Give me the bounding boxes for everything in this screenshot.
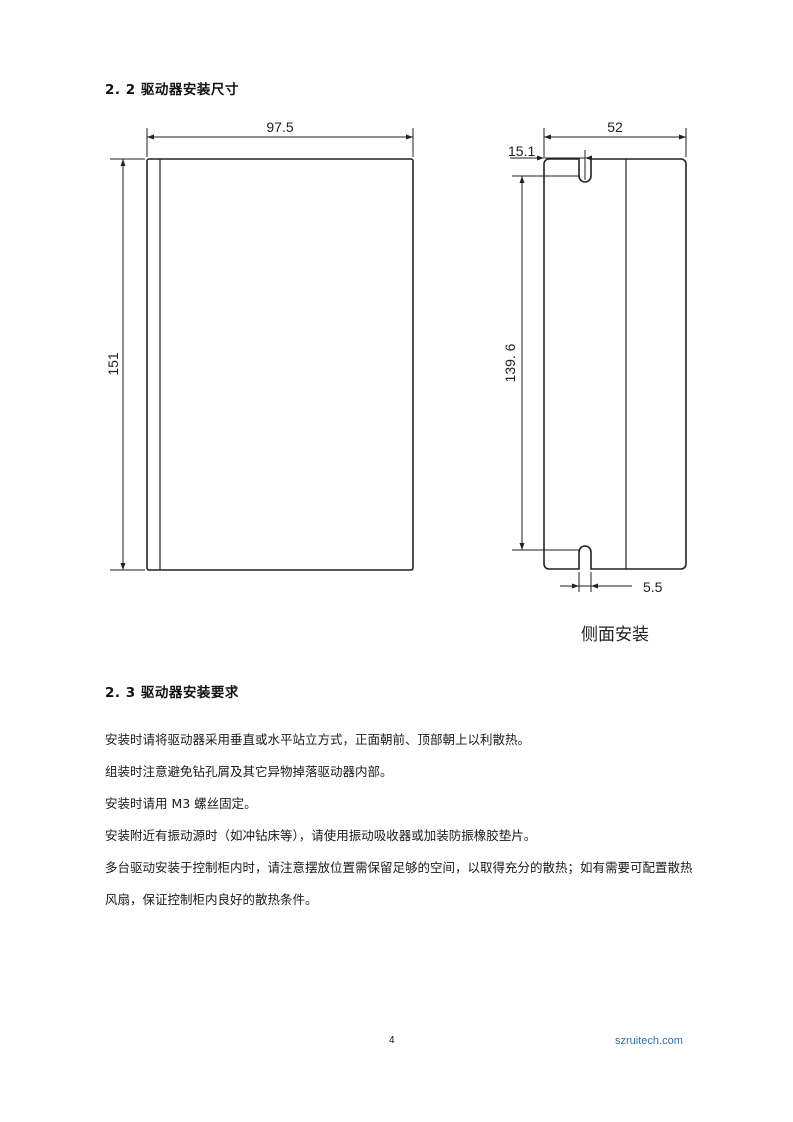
- slot-offset-label: 15.1: [508, 143, 535, 159]
- requirement-item: 多台驱动安装于控制柜内时，请注意摆放位置需保留足够的空间，以取得充分的散热；如有…: [105, 860, 693, 907]
- side-view-caption: 侧面安装: [581, 625, 649, 645]
- requirement-item: 安装附近有振动源时（如冲钻床等），请使用振动吸收器或加装防振橡胶垫片。: [105, 828, 537, 843]
- dimension-drawing: 97.5 151 52 15.1 139. 6 5.5 侧面安装: [105, 119, 687, 645]
- requirement-item: 安装时请用 M3 螺丝固定。: [105, 796, 257, 811]
- page-number: 4: [389, 1035, 395, 1046]
- section-heading-dimensions: 2. 2 驱动器安装尺寸: [105, 82, 239, 98]
- section-heading-requirements: 2. 3 驱动器安装要求: [105, 685, 239, 701]
- side-width-label: 52: [607, 119, 623, 135]
- slot-width-label: 5.5: [643, 579, 663, 595]
- front-view-outline: [146, 158, 414, 571]
- width-label: 97.5: [266, 119, 293, 135]
- website-link[interactable]: szruitech.com: [615, 1035, 683, 1047]
- side-view-outline: [543, 158, 687, 570]
- requirement-item: 安装时请将驱动器采用垂直或水平站立方式，正面朝前、顶部朝上以利散热。: [105, 732, 531, 747]
- hole-spacing-label: 139. 6: [502, 343, 518, 382]
- requirement-item: 组装时注意避免钻孔屑及其它异物掉落驱动器内部。: [105, 764, 393, 779]
- height-label: 151: [105, 352, 121, 376]
